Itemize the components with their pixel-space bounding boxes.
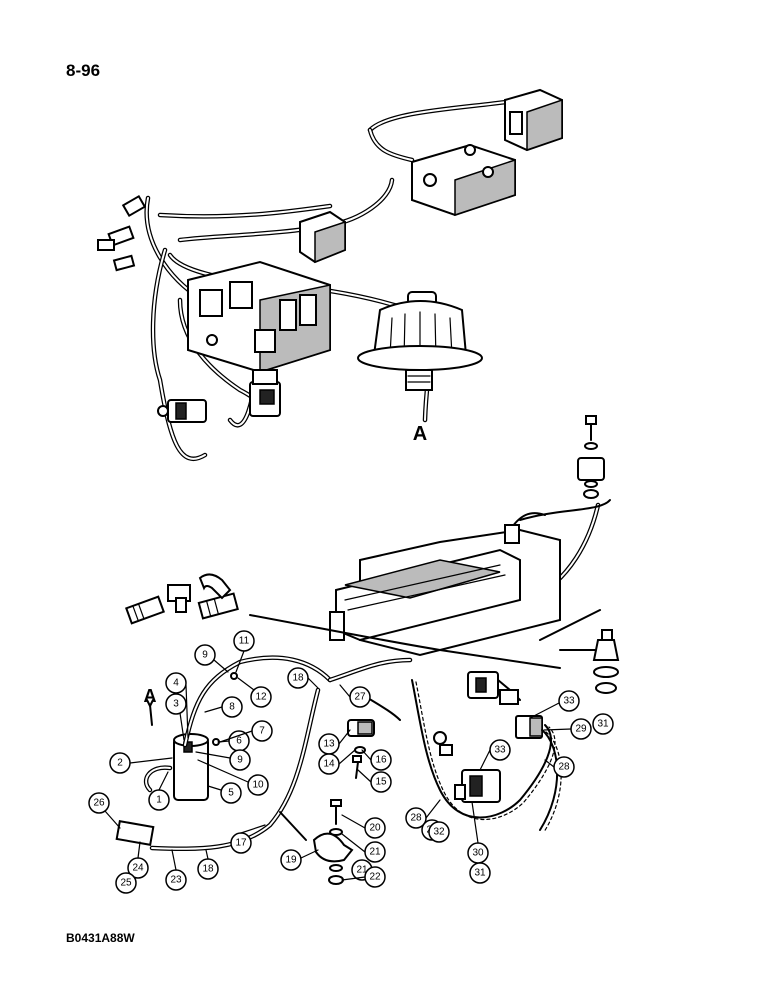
callout-18-a: 18 (287, 667, 309, 689)
callout-32: 32 (428, 821, 450, 843)
callout-23: 23 (165, 869, 187, 891)
svg-text:27: 27 (354, 692, 366, 703)
svg-text:28: 28 (558, 762, 570, 773)
callout-17: 17 (230, 832, 252, 854)
callout-29: 29 (570, 718, 592, 740)
svg-text:24: 24 (132, 863, 144, 874)
callout-20: 20 (364, 817, 386, 839)
callout-15: 15 (370, 771, 392, 793)
callout-25: 25 (115, 872, 137, 894)
leader-lines (104, 650, 572, 881)
svg-text:33: 33 (563, 696, 575, 707)
svg-text:10: 10 (252, 780, 264, 791)
svg-text:9: 9 (202, 650, 208, 661)
junction-box (299, 210, 346, 264)
clamp-hardware-center (347, 719, 375, 779)
svg-text:12: 12 (255, 692, 267, 703)
svg-text:14: 14 (323, 759, 335, 770)
callout-5: 5 (220, 782, 242, 804)
callout-16: 16 (370, 749, 392, 771)
solenoid-valve-left (157, 399, 207, 423)
svg-text:30: 30 (472, 848, 484, 859)
svg-text:1: 1 (156, 795, 162, 806)
callout-12: 12 (250, 686, 272, 708)
svg-text:18: 18 (292, 673, 304, 684)
svg-text:28: 28 (410, 813, 422, 824)
page-number: 8-96 (66, 61, 100, 80)
callout-22: 22 (364, 866, 386, 888)
svg-text:15: 15 (375, 777, 387, 788)
svg-text:4: 4 (173, 678, 179, 689)
callout-33-a: 33 (558, 690, 580, 712)
svg-text:23: 23 (170, 875, 182, 886)
callout-19: 19 (280, 849, 302, 871)
svg-text:26: 26 (93, 798, 105, 809)
svg-text:25: 25 (120, 878, 132, 889)
callout-9-b: 9 (229, 749, 251, 771)
callout-18-b: 18 (197, 858, 219, 880)
svg-text:29: 29 (575, 724, 587, 735)
callout-9-a: 9 (194, 644, 216, 666)
callout-7: 7 (251, 720, 273, 742)
callout-13: 13 (318, 733, 340, 755)
callout-14: 14 (318, 753, 340, 775)
section-marker-top: A (413, 423, 427, 445)
callout-27: 27 (349, 686, 371, 708)
figure-code: B0431A88W (66, 931, 135, 945)
top-assembly: A (97, 88, 563, 462)
solenoid-valve-boom (467, 671, 521, 705)
svg-text:19: 19 (285, 855, 297, 866)
callout-6: 6 (228, 730, 250, 752)
svg-text:17: 17 (235, 838, 247, 849)
svg-text:18: 18 (202, 864, 214, 875)
callout-33-b: 33 (489, 739, 511, 761)
svg-text:21: 21 (356, 865, 368, 876)
callout-28-b: 28 (553, 756, 575, 778)
loose-fittings (125, 573, 239, 625)
callout-10: 10 (247, 774, 269, 796)
relay-block (515, 715, 562, 833)
boom-and-control-box (249, 499, 611, 669)
lower-hose-assembly: A (115, 655, 562, 885)
svg-text:20: 20 (369, 823, 381, 834)
svg-text:7: 7 (259, 726, 265, 737)
hose-connector-right (559, 629, 620, 694)
callout-3: 3 (165, 693, 187, 715)
svg-text:6: 6 (236, 736, 242, 747)
section-marker-bottom: A (144, 686, 157, 706)
main-valve-assembly (187, 260, 331, 374)
callout-4: 4 (165, 672, 187, 694)
solenoid-valve-right (249, 369, 281, 417)
svg-text:33: 33 (494, 745, 506, 756)
svg-text:8: 8 (229, 702, 235, 713)
control-valve-block-lower (411, 143, 516, 217)
callout-30: 30 (467, 842, 489, 864)
dome-filter (357, 291, 483, 391)
svg-text:22: 22 (369, 872, 381, 883)
callout-8: 8 (221, 696, 243, 718)
callout-11: 11 (233, 630, 255, 652)
svg-text:31: 31 (474, 868, 486, 879)
callout-31-b: 31 (469, 862, 491, 884)
clamp-hardware-lower (279, 799, 354, 885)
svg-text:13: 13 (323, 739, 335, 750)
svg-text:9: 9 (237, 755, 243, 766)
svg-text:2: 2 (117, 758, 123, 769)
callout-2: 2 (109, 752, 131, 774)
callout-21-a: 21 (364, 841, 386, 863)
callout-28-a: 28 (405, 807, 427, 829)
control-valve-block-upper (504, 88, 563, 152)
svg-text:3: 3 (173, 699, 179, 710)
callout-26: 26 (88, 792, 110, 814)
svg-text:11: 11 (239, 636, 250, 647)
solenoid-valve-lower (454, 769, 501, 803)
svg-text:32: 32 (433, 827, 445, 838)
svg-text:21: 21 (369, 847, 381, 858)
svg-text:16: 16 (375, 755, 387, 766)
svg-text:5: 5 (228, 788, 234, 799)
callout-31-a: 31 (592, 713, 614, 735)
callout-1: 1 (148, 789, 170, 811)
svg-text:31: 31 (597, 719, 609, 730)
